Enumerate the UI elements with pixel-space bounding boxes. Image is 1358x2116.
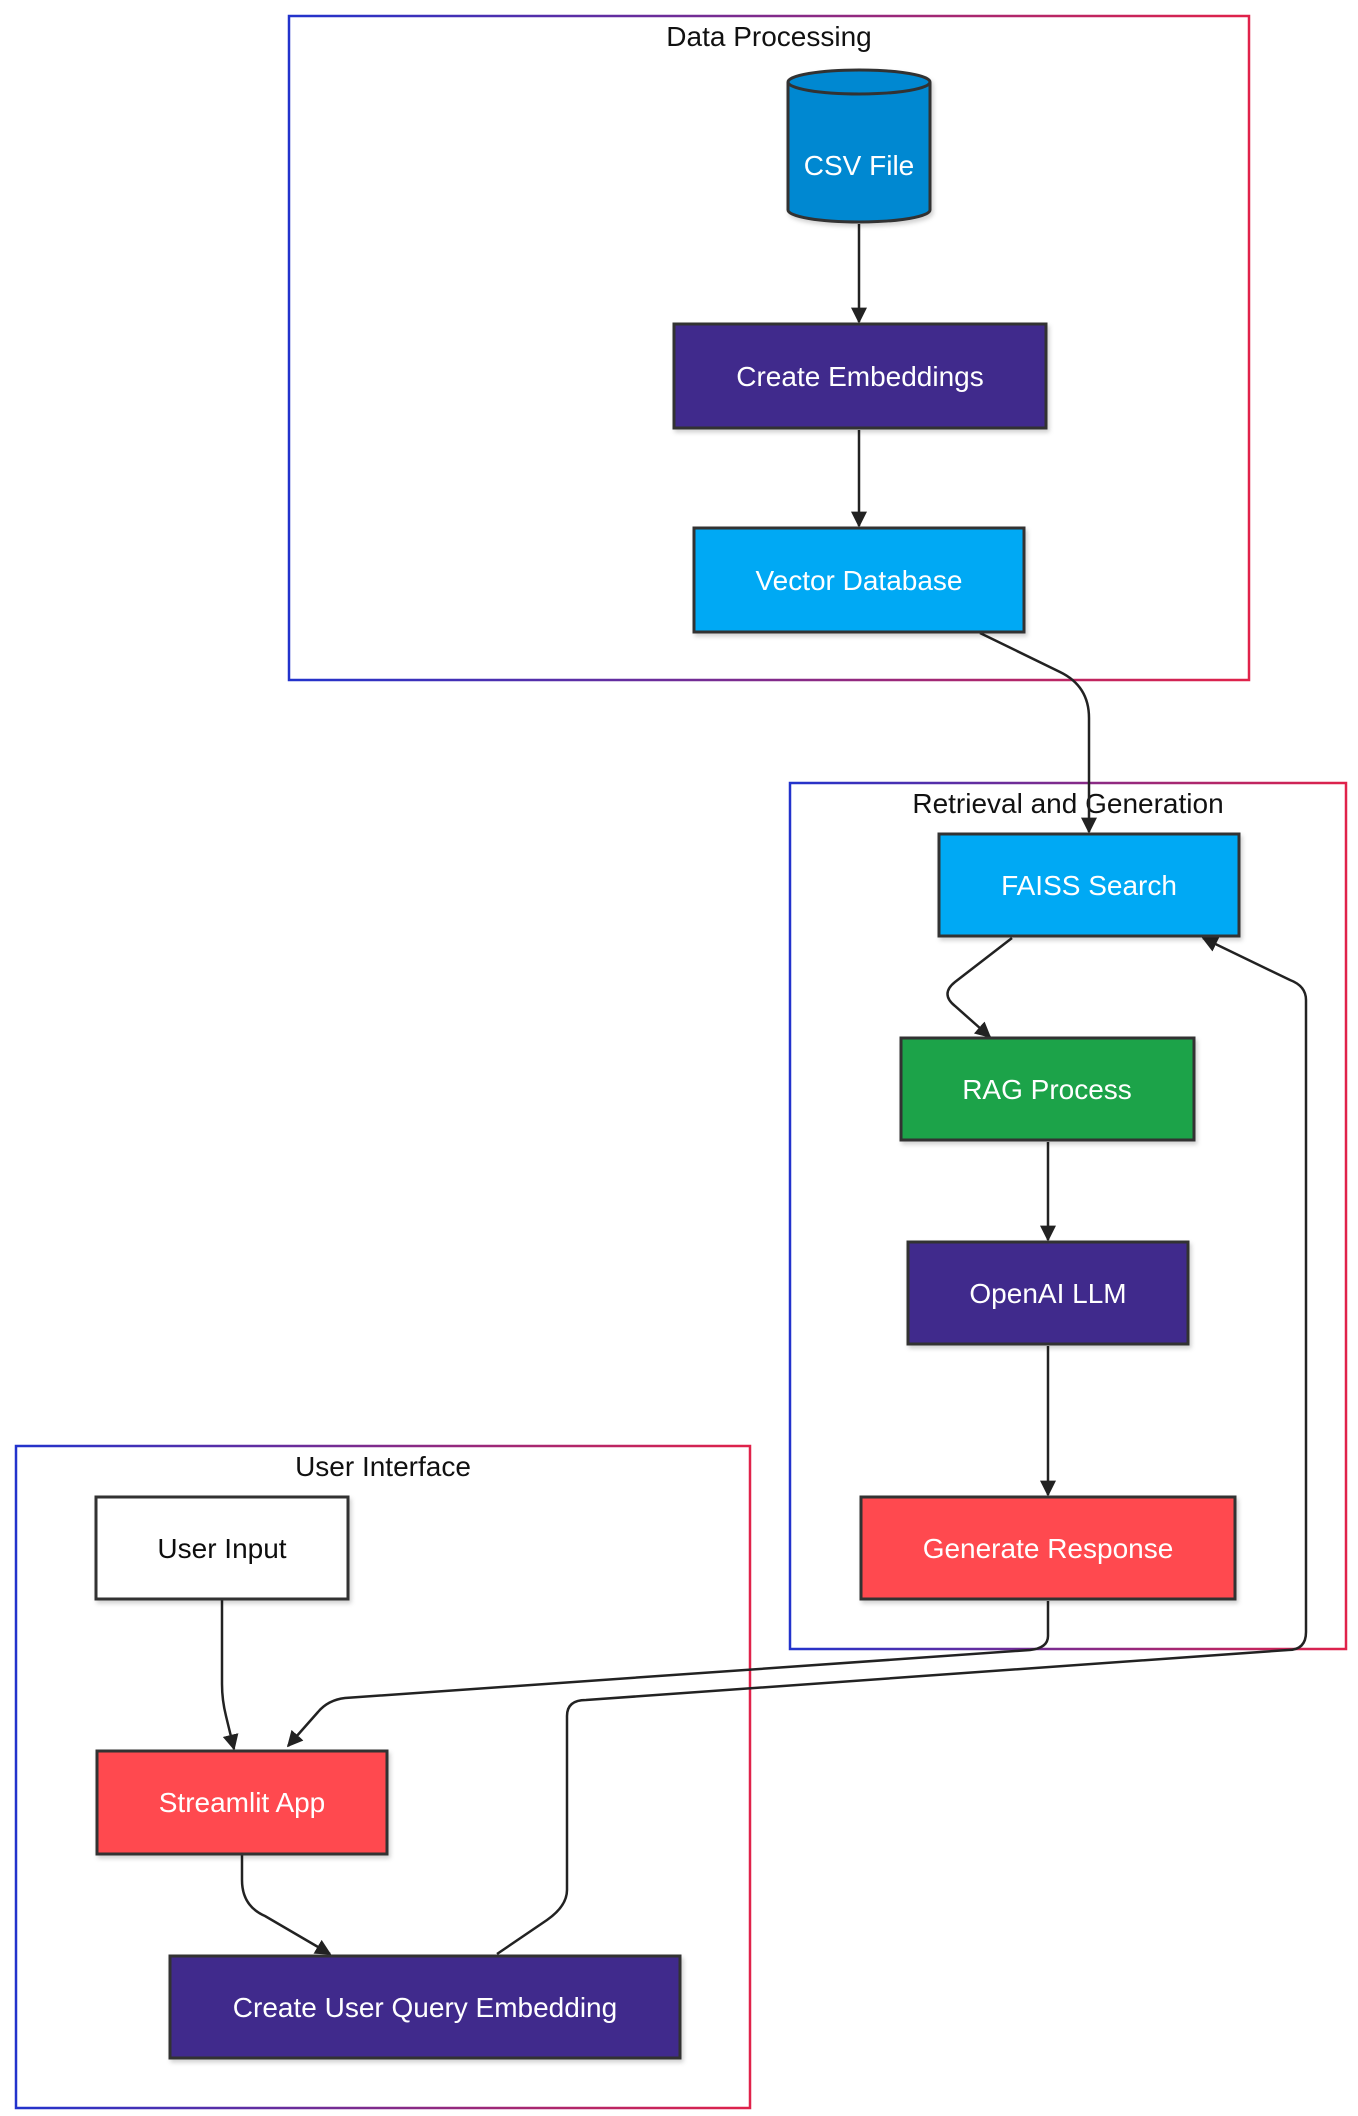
node-create-embeddings[interactable]: Create Embeddings (672, 322, 1048, 430)
node-label-generate-response: Generate Response (923, 1533, 1174, 1564)
node-label-rag-process: RAG Process (962, 1074, 1132, 1105)
node-box-vector-database (692, 526, 1026, 634)
group-label-user-interface: User Interface (295, 1451, 471, 1482)
cylinder-top-rim (786, 81, 932, 96)
group-label-data-processing: Data Processing (666, 21, 871, 52)
node-box-create-embeddings (672, 322, 1048, 430)
edge-faiss-search-to-rag-process (946, 937, 1013, 1039)
database-cylinder-icon (786, 68, 932, 224)
node-openai-llm[interactable]: OpenAI LLM (906, 1240, 1190, 1346)
node-label-create-embeddings: Create Embeddings (736, 361, 983, 392)
node-vector-database[interactable]: Vector Database (692, 526, 1026, 634)
edge-vector-database-to-faiss-search (979, 631, 1097, 834)
node-create-user-query-embedding[interactable]: Create User Query Embedding (168, 1954, 682, 2060)
node-box-faiss-search (937, 832, 1241, 938)
node-generate-response[interactable]: Generate Response (859, 1495, 1237, 1601)
node-box-openai-llm (906, 1240, 1190, 1346)
node-box-rag-process (899, 1036, 1196, 1142)
node-box-generate-response (859, 1495, 1237, 1601)
group-retrieval-generation: Retrieval and Generation (788, 781, 1348, 1651)
edge-generate-response-to-streamlit-app (286, 1601, 1050, 1748)
node-csv-file[interactable]: CSV File (786, 68, 932, 224)
node-box-create-user-query-embedding (168, 1954, 682, 2060)
node-faiss-search[interactable]: FAISS Search (937, 832, 1241, 938)
node-streamlit-app[interactable]: Streamlit App (95, 1749, 389, 1856)
group-data-processing: Data Processing (287, 14, 1251, 682)
node-box-streamlit-app (95, 1749, 389, 1856)
node-user-input[interactable]: User Input (94, 1495, 350, 1601)
edges (220, 224, 1308, 1956)
group-user-interface: User Interface (14, 1444, 752, 2110)
edge-streamlit-app-to-create-user-query-embedding (240, 1854, 332, 1956)
node-box-user-input (94, 1495, 350, 1601)
group-label-retrieval-generation: Retrieval and Generation (912, 788, 1223, 819)
node-label-streamlit-app: Streamlit App (159, 1787, 326, 1818)
node-label-user-input: User Input (157, 1533, 286, 1564)
edge-user-input-to-streamlit-app (220, 1599, 239, 1751)
edge-create-user-query-embedding-to-faiss-search (496, 936, 1308, 1956)
node-label-csv-file: CSV File (804, 150, 914, 181)
node-label-faiss-search: FAISS Search (1001, 870, 1177, 901)
node-label-create-user-query-embedding: Create User Query Embedding (233, 1992, 617, 2023)
node-label-vector-database: Vector Database (755, 565, 962, 596)
node-label-openai-llm: OpenAI LLM (969, 1278, 1126, 1309)
node-rag-process[interactable]: RAG Process (899, 1036, 1196, 1142)
